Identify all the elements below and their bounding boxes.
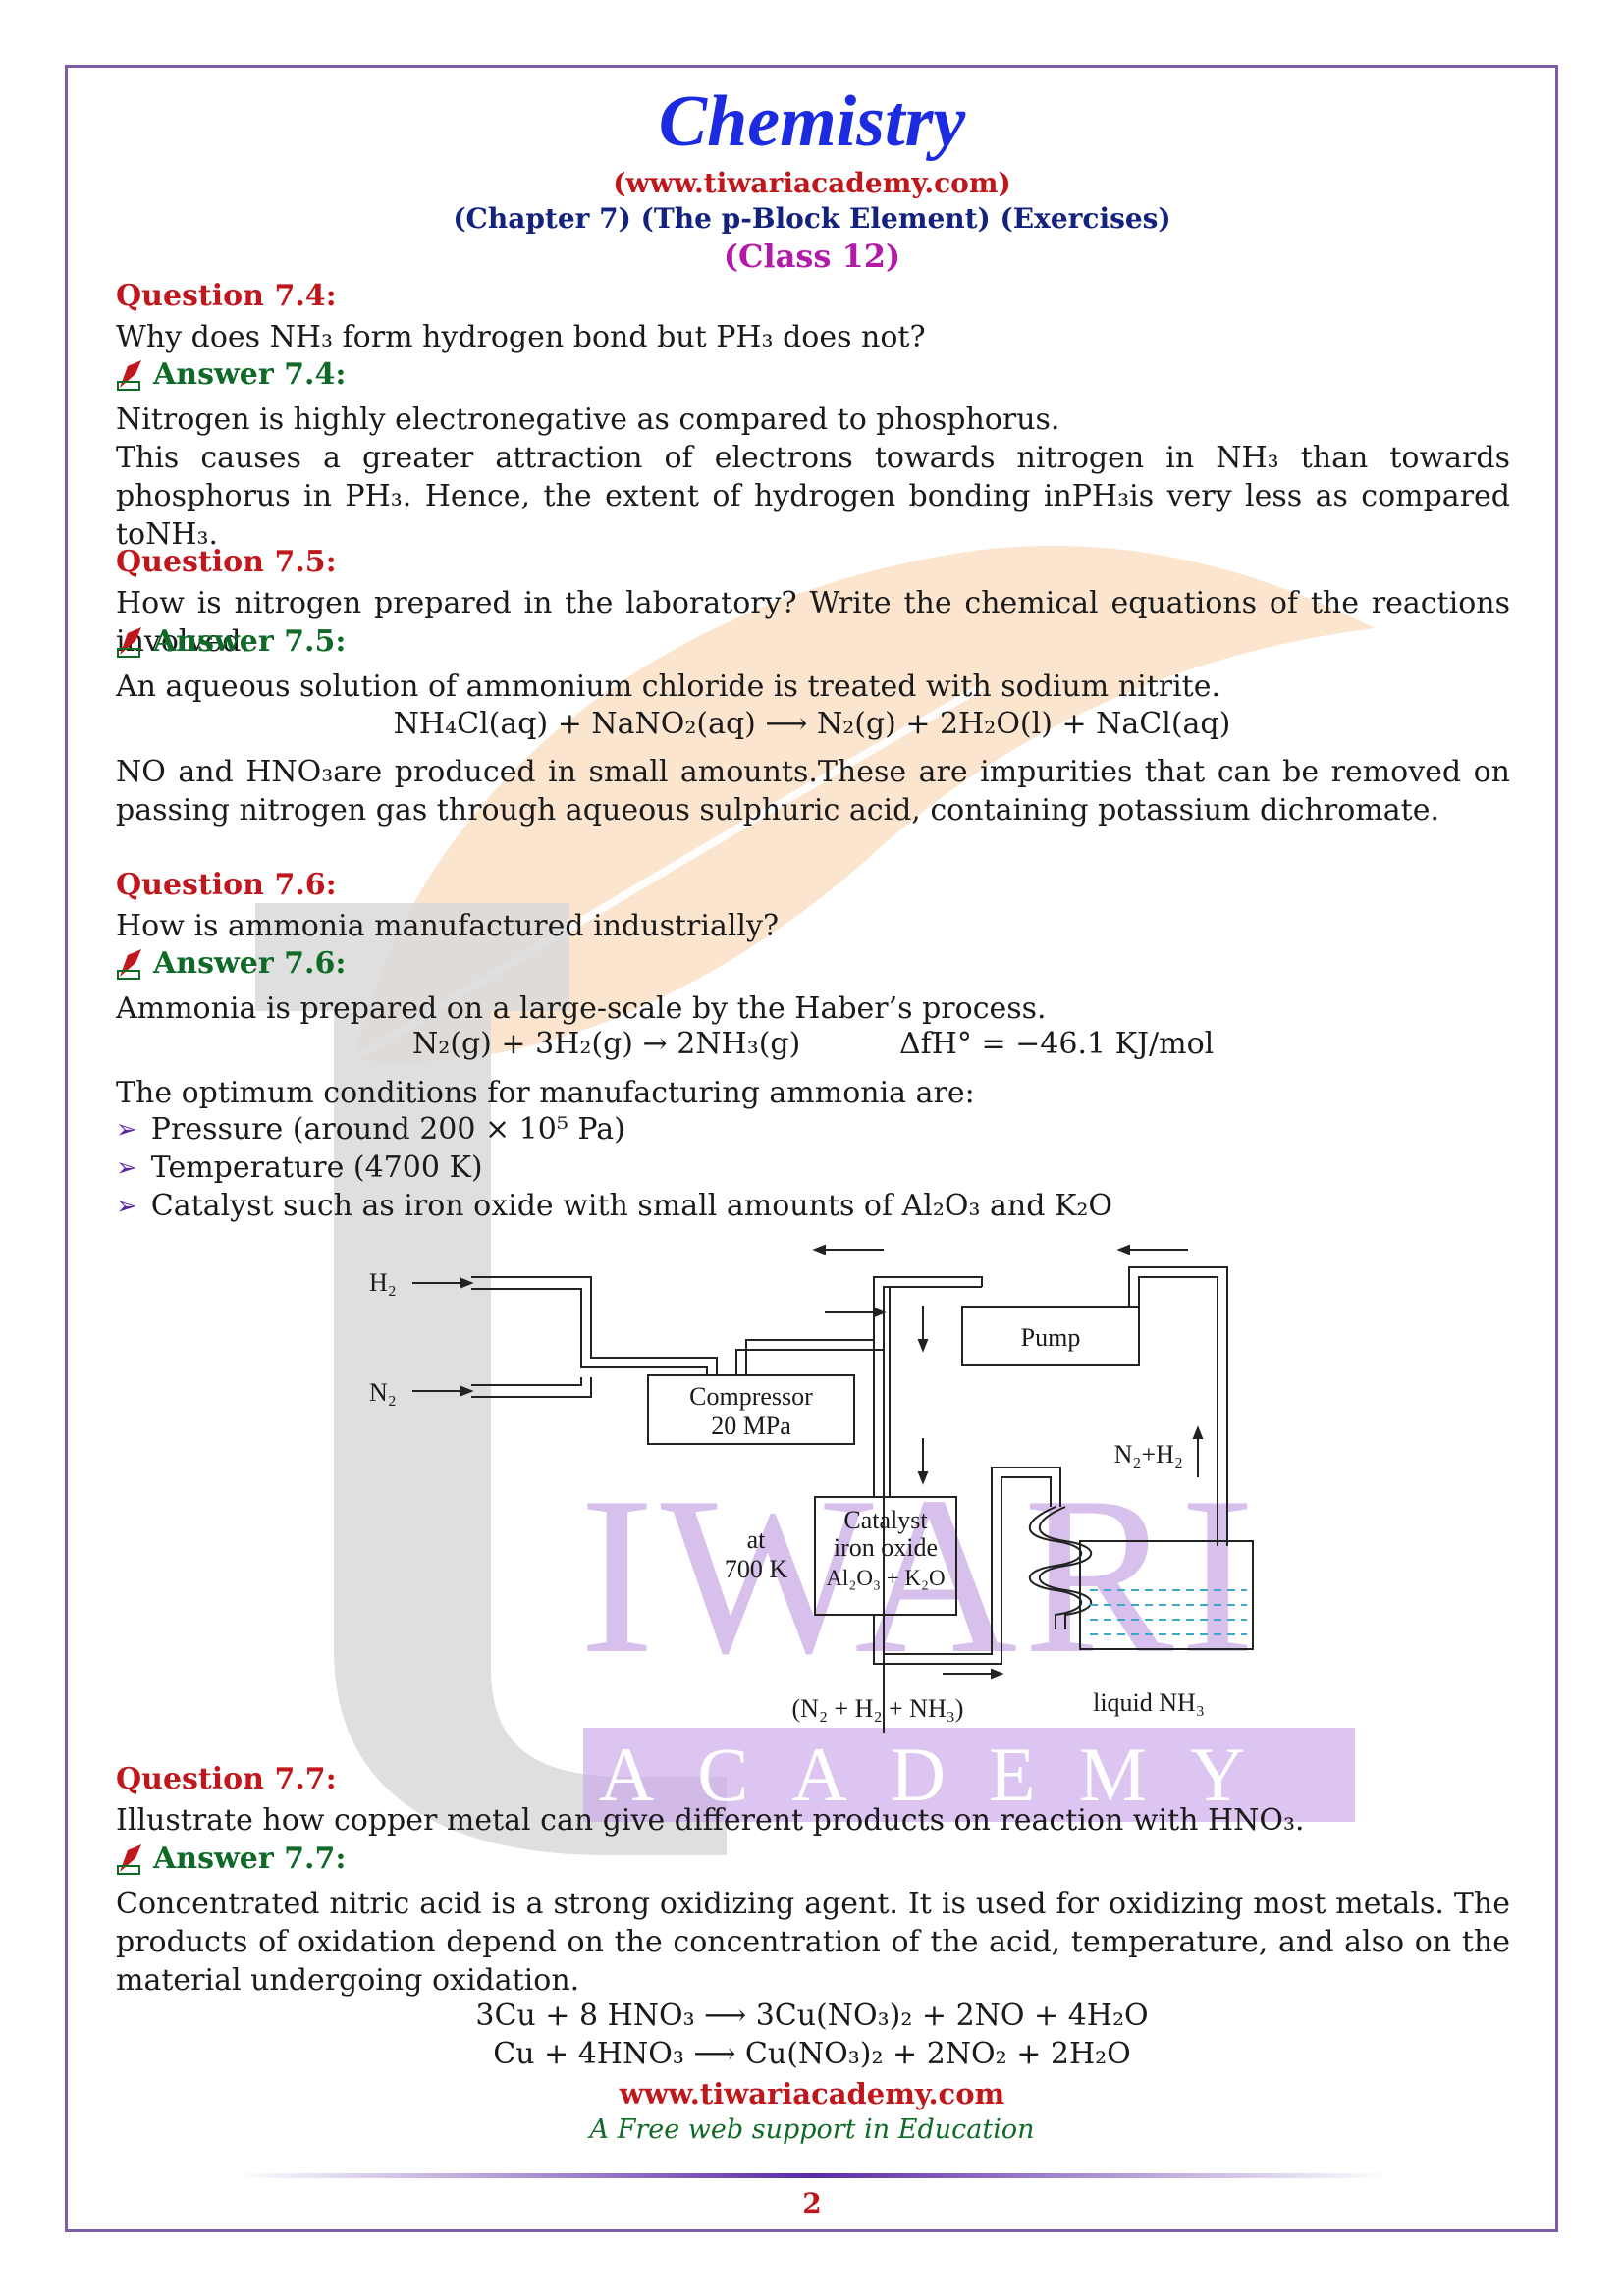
question-7-7-label: Question 7.7: [116,1762,337,1796]
page-border [65,65,1558,2232]
bullet-temperature: ➢Temperature (4700 K) [116,1150,483,1185]
enthalpy-value: ΔfH° = −46.1 KJ/mol [899,1027,1215,1061]
answer-7-4-label: Answer 7.4: [153,357,347,392]
label-gas-mixture: (N₂ + H₂ + NH₃) [792,1694,964,1723]
bullet-pressure: ➢Pressure (around 200 × 10⁵ Pa) [116,1112,625,1147]
question-7-6-label: Question 7.6: [116,868,337,902]
equation-nitrogen-prep: NH₄Cl(aq) + NaNO₂(aq) ⟶ N₂(g) + 2H₂O(l) … [393,707,1231,741]
question-7-5-label: Question 7.5: [116,545,337,579]
answer-7-4-heading: Answer 7.4: [116,357,346,392]
haber-process-diagram: H₂ N₂ Compressor 20 MPa Pump at 700 K Ca… [369,1244,1254,1733]
answer-7-4-line-1: Nitrogen is highly electronegative as co… [116,402,1060,437]
label-h2: H₂ [369,1268,397,1297]
footer-divider [236,2173,1388,2178]
footer-tagline: A Free web support in Education [589,2114,1035,2145]
arrow-bullet-icon: ➢ [116,1114,137,1145]
label-compressor-pressure: 20 MPa [711,1412,791,1440]
label-recycle-gases: N₂+H₂ [1114,1440,1183,1468]
label-catalyst-iron: iron oxide [834,1533,938,1562]
label-catalyst: Catalyst [843,1506,928,1534]
footer-website: www.tiwariacademy.com [619,2077,1005,2110]
answer-7-7-text: Concentrated nitric acid is a strong oxi… [116,1887,1510,1998]
header-class: (Class 12) [723,238,901,275]
equation-copper-dilute: 3Cu + 8 HNO₃ ⟶ 3Cu(NO₃)₂ + 2NO + 4H₂O [475,1999,1149,2033]
answer-7-5-heading: Answer 7.5: [116,624,346,659]
label-liquid-ammonia: liquid NH₃ [1093,1688,1205,1717]
equation-copper-concentrated: Cu + 4HNO₃ ⟶ Cu(NO₃)₂ + 2NO₂ + 2H₂O [493,2037,1131,2071]
header-website: (www.tiwariacademy.com) [613,167,1011,199]
pen-logo-icon [117,1843,141,1875]
label-temp-value: 700 K [725,1555,788,1583]
pen-logo-icon [117,626,141,658]
bullet-catalyst: ➢Catalyst such as iron oxide with small … [116,1189,1113,1223]
label-catalyst-promoters: Al₂O₃ + K₂O [826,1566,945,1590]
answer-7-4-line-2: This causes a greater attraction of elec… [116,441,1510,552]
question-7-7-text: Illustrate how copper metal can give dif… [116,1803,1305,1838]
answer-7-6-heading: Answer 7.6: [116,946,346,981]
label-pump: Pump [1021,1323,1081,1352]
answer-7-7-heading: Answer 7.7: [116,1842,346,1876]
arrow-bullet-icon: ➢ [116,1191,137,1221]
pen-logo-icon [117,359,141,391]
label-compressor: Compressor [689,1382,813,1411]
answer-7-6-line-1: Ammonia is prepared on a large-scale by … [116,991,1047,1026]
question-7-6-text: How is ammonia manufactured industrially… [116,909,780,943]
header-chapter: (Chapter 7) (The p-Block Element) (Exerc… [453,202,1171,235]
question-7-4-text: Why does NH₃ form hydrogen bond but PH₃ … [116,320,926,354]
page-title: Chemistry [658,81,966,162]
equation-haber: N₂(g) + 3H₂(g) → 2NH₃(g) [412,1027,801,1061]
label-temp-at: at [747,1525,767,1554]
answer-7-7-label: Answer 7.7: [153,1842,347,1876]
page-number: 2 [802,2187,822,2219]
answer-7-5-line-2: NO and HNO₃are produced in small amounts… [116,755,1510,828]
answer-7-6-label: Answer 7.6: [153,946,347,981]
answer-7-5-line-1: An aqueous solution of ammonium chloride… [116,669,1221,704]
question-7-5-text: How is nitrogen prepared in the laborato… [116,586,1510,659]
answer-7-6-line-2: The optimum conditions for manufacturing… [116,1076,975,1110]
arrow-bullet-icon: ➢ [116,1152,137,1183]
answer-7-5-label: Answer 7.5: [153,624,347,659]
question-7-4-label: Question 7.4: [116,279,337,313]
label-n2: N₂ [369,1378,397,1407]
pen-logo-icon [117,948,141,980]
